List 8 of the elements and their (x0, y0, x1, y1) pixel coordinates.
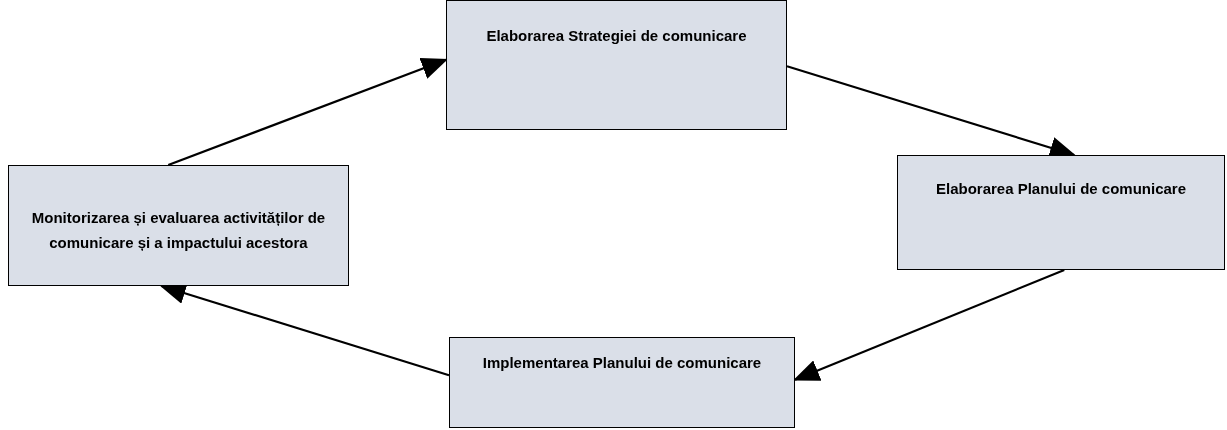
box-label: Implementarea Planului de comunicare (482, 353, 762, 373)
box-label: Elaborarea Strategiei de comunicare (486, 26, 747, 46)
process-box (897, 155, 1225, 270)
box-label: Monitorizarea și evaluarea activităților de comunicare și a impactului acestora (30, 207, 327, 253)
process-box (446, 0, 787, 130)
box-label: Elaborarea Planului de comunicare (935, 179, 1187, 199)
process-box (449, 337, 795, 428)
process-box (8, 165, 349, 286)
